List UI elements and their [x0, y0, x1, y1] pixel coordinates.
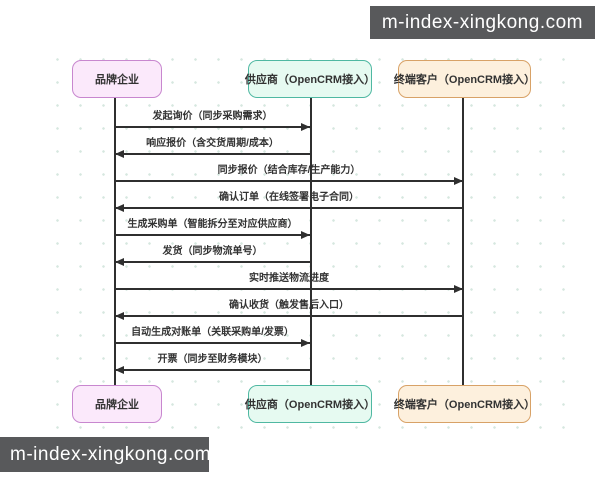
actor-brand-label: 品牌企业 — [95, 399, 139, 411]
message-arrow-line — [115, 153, 310, 155]
lifeline-brand — [114, 98, 116, 385]
message-label: 发起询价（同步采购需求） — [152, 111, 273, 122]
arrowhead-icon — [115, 312, 124, 320]
message-arrow-line — [115, 342, 310, 344]
actor-customer-top: 终端客户（OpenCRM接入） — [394, 60, 535, 98]
message-label: 同步报价（结合库存/生产能力） — [217, 165, 361, 176]
message-label: 确认收货（触发售后入口） — [229, 300, 349, 311]
lifeline-supplier — [310, 98, 312, 385]
arrowhead-icon — [301, 231, 310, 239]
actor-brand-label: 品牌企业 — [95, 74, 139, 86]
actor-customer-label: 终端客户（OpenCRM接入） — [393, 74, 536, 86]
message-label: 生成采购单（智能拆分至对应供应商） — [127, 219, 298, 230]
message-arrow-line — [115, 261, 310, 263]
dot-grid-background — [40, 42, 575, 438]
message-arrow-line — [115, 234, 310, 236]
watermark-bottom: m-index-xingkong.com — [0, 437, 211, 472]
arrowhead-icon — [301, 123, 310, 131]
actor-supplier-top: 供应商（OpenCRM接入） — [244, 60, 376, 98]
arrowhead-icon — [115, 366, 124, 374]
actor-supplier-bottom: 供应商（OpenCRM接入） — [244, 385, 376, 423]
message-arrow-line — [115, 126, 310, 128]
arrowhead-icon — [454, 285, 463, 293]
message-label: 发货（同步物流单号） — [162, 246, 263, 257]
message-arrow-line — [115, 180, 463, 182]
actor-brand-top: 品牌企业 — [72, 60, 162, 98]
message-label: 开票（同步至财务模块） — [157, 354, 268, 365]
message-label: 自动生成对账单（关联采购单/发票） — [131, 327, 294, 338]
actor-supplier-label: 供应商（OpenCRM接入） — [244, 399, 376, 411]
message-label: 确认订单（在线签署电子合同） — [219, 192, 359, 203]
actor-customer-bottom: 终端客户（OpenCRM接入） — [394, 385, 535, 423]
message-arrow-line — [115, 288, 463, 290]
arrowhead-icon — [454, 177, 463, 185]
arrowhead-icon — [115, 150, 124, 158]
actor-brand-bottom: 品牌企业 — [72, 385, 162, 423]
message-arrow-line — [115, 207, 463, 209]
arrowhead-icon — [301, 339, 310, 347]
arrowhead-icon — [115, 258, 124, 266]
actor-customer-label: 终端客户（OpenCRM接入） — [393, 399, 536, 411]
watermark-top: m-index-xingkong.com — [369, 6, 595, 39]
message-label: 实时推送物流进度 — [249, 273, 329, 284]
lifeline-customer — [462, 98, 464, 385]
message-arrow-line — [115, 315, 463, 317]
message-arrow-line — [115, 369, 310, 371]
message-label: 响应报价（含交货周期/成本） — [146, 138, 279, 149]
arrowhead-icon — [115, 204, 124, 212]
actor-supplier-label: 供应商（OpenCRM接入） — [244, 74, 376, 86]
